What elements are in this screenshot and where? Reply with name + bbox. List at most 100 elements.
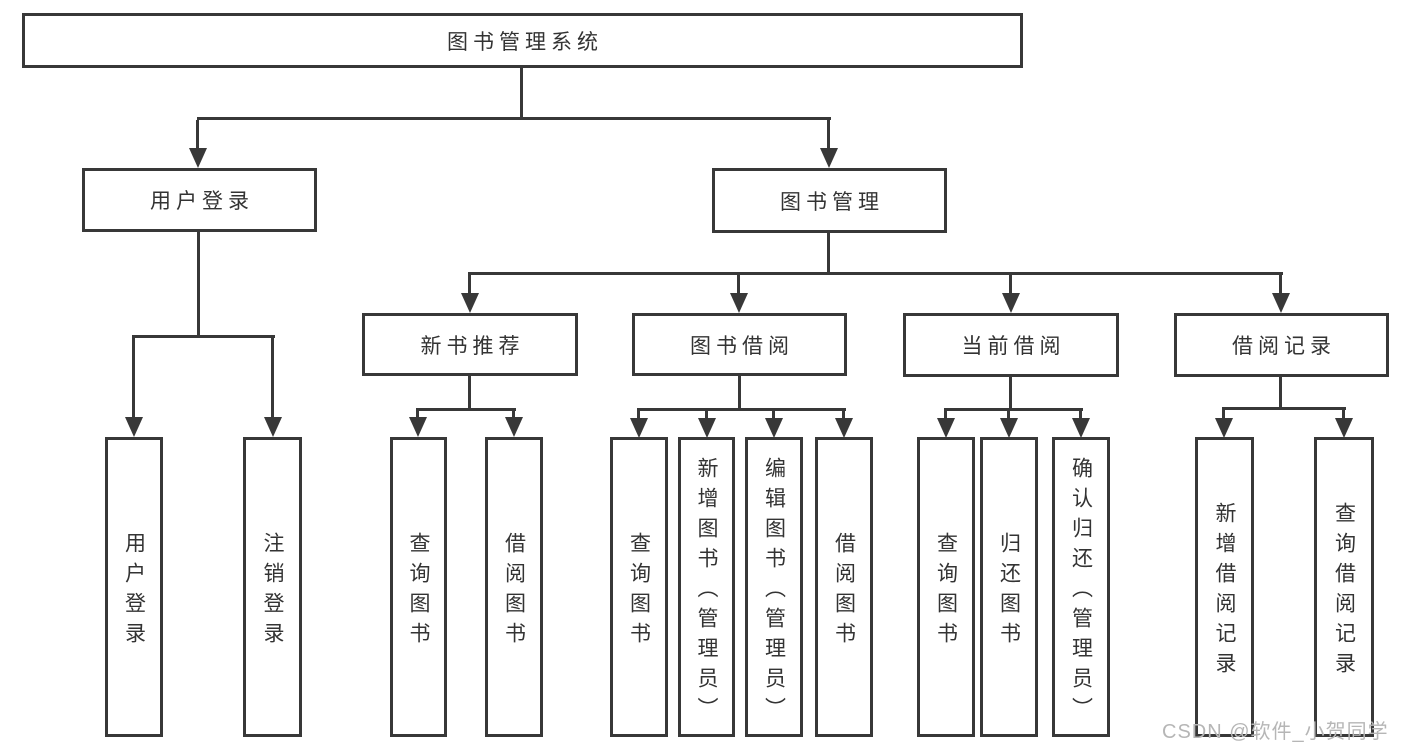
node-root: 图书管理系统: [22, 13, 1023, 68]
arrow-head-icon: [505, 417, 523, 437]
arrow-head-icon: [1335, 418, 1353, 438]
leaf-borrow-edit-admin: 编辑图书（管理员）: [745, 437, 803, 737]
arrow-shaft: [416, 411, 419, 421]
leaf-user-logout-label: 注销登录: [261, 531, 284, 652]
connector-book-borrow-stem: [738, 376, 741, 411]
arrow-shaft: [512, 411, 515, 421]
leaf-records-add-label: 新增借阅记录: [1213, 501, 1236, 682]
arrow-shaft: [944, 411, 947, 422]
connector-level2-hline: [197, 117, 831, 120]
arrow-shaft: [1279, 275, 1282, 297]
arrow-head-icon: [1072, 418, 1090, 438]
arrow-head-icon: [765, 418, 783, 438]
leaf-user-login-label: 用户登录: [122, 531, 146, 652]
leaf-new-books-borrow-label: 借阅图书: [502, 531, 526, 652]
leaf-borrow-edit-admin-label: 编辑图书（管理员）: [762, 456, 786, 727]
arrow-shaft: [705, 411, 708, 422]
arrow-shaft: [132, 338, 135, 421]
connector-current-borrow-hline: [944, 408, 1083, 411]
arrow-borrow-records-leaf-1: [1215, 410, 1233, 438]
arrow-shaft: [1007, 411, 1010, 422]
leaf-current-return: 归还图书: [980, 437, 1038, 737]
arrow-shaft: [271, 338, 274, 421]
connector-new-books-stem: [468, 376, 471, 411]
leaf-records-query: 查询借阅记录: [1314, 437, 1374, 737]
leaf-borrow-book-label: 借阅图书: [832, 531, 856, 652]
leaf-records-query-label: 查询借阅记录: [1332, 501, 1356, 682]
leaf-borrow-add-admin-label: 新增图书（管理员）: [695, 456, 718, 727]
leaf-borrow-query: 查询图书: [610, 437, 668, 737]
node-current-borrow: 当前借阅: [903, 313, 1119, 377]
csdn-watermark: CSDN @软件_小贺同学: [1162, 721, 1389, 743]
arrow-to-leaf-login: [125, 338, 143, 437]
arrow-book-borrow-leaf-4: [835, 411, 853, 438]
node-current-borrow-label: 当前借阅: [961, 335, 1066, 358]
leaf-new-books-query-label: 查询图书: [407, 531, 430, 652]
leaf-records-add: 新增借阅记录: [1195, 437, 1254, 737]
node-new-books-label: 新书推荐: [420, 334, 525, 358]
arrow-book-borrow-leaf-1: [630, 411, 648, 438]
arrow-head-icon: [264, 417, 282, 437]
leaf-user-logout: 注销登录: [243, 437, 302, 737]
leaf-borrow-book: 借阅图书: [815, 437, 873, 737]
arrow-shaft: [637, 411, 640, 422]
leaf-user-login: 用户登录: [105, 437, 163, 737]
arrow-head-icon: [189, 148, 207, 168]
arrow-shaft: [1079, 411, 1082, 422]
arrow-current-borrow-leaf-3: [1072, 411, 1090, 438]
node-book-mgmt-label: 图书管理: [780, 190, 884, 214]
arrow-to-current-borrow: [1002, 275, 1020, 313]
connector-new-books-hline: [416, 408, 516, 411]
arrow-head-icon: [1215, 418, 1233, 438]
arrow-to-user-login: [189, 120, 207, 168]
leaf-current-query: 查询图书: [917, 437, 975, 737]
node-book-borrow: 图书借阅: [632, 313, 847, 376]
arrow-to-book-mgmt: [820, 120, 838, 168]
arrow-to-borrow-records: [1272, 275, 1290, 313]
arrow-book-borrow-leaf-3: [765, 411, 783, 438]
arrow-to-book-borrow: [730, 275, 748, 313]
node-borrow-records-label: 借阅记录: [1232, 335, 1336, 358]
leaf-current-confirm-admin-label: 确认归还（管理员）: [1069, 456, 1093, 727]
connector-current-borrow-stem: [1009, 377, 1012, 411]
arrow-new-books-leaf-1: [409, 411, 427, 437]
leaf-current-confirm-admin: 确认归还（管理员）: [1052, 437, 1110, 737]
node-root-label: 图书管理系统: [447, 30, 603, 54]
leaf-new-books-query: 查询图书: [390, 437, 447, 737]
connector-user-login-stem: [197, 232, 200, 338]
arrow-shaft: [737, 275, 740, 297]
arrow-shaft: [468, 275, 471, 297]
connector-book-borrow-hline: [637, 408, 846, 411]
leaf-new-books-borrow: 借阅图书: [485, 437, 543, 737]
arrow-shaft: [1009, 275, 1012, 297]
arrow-book-borrow-leaf-2: [698, 411, 716, 438]
arrow-shaft: [842, 411, 845, 422]
arrow-head-icon: [698, 418, 716, 438]
node-new-books: 新书推荐: [362, 313, 578, 376]
arrow-head-icon: [730, 293, 748, 313]
node-borrow-records: 借阅记录: [1174, 313, 1389, 377]
arrow-borrow-records-leaf-2: [1335, 410, 1353, 438]
arrow-head-icon: [461, 293, 479, 313]
connector-book-mgmt-stem: [827, 232, 830, 275]
arrow-head-icon: [630, 418, 648, 438]
connector-user-login-hline: [132, 335, 275, 338]
arrow-head-icon: [835, 418, 853, 438]
arrow-shaft: [1342, 410, 1345, 422]
leaf-current-query-label: 查询图书: [934, 531, 958, 652]
connector-level3-hline: [468, 272, 1283, 275]
arrow-shaft: [827, 120, 830, 152]
connector-root-stem: [520, 68, 523, 120]
arrow-head-icon: [820, 148, 838, 168]
arrow-head-icon: [937, 418, 955, 438]
arrow-head-icon: [1000, 418, 1018, 438]
node-user-login-label: 用户登录: [150, 190, 254, 213]
arrow-head-icon: [1002, 293, 1020, 313]
arrow-to-leaf-logout: [264, 338, 282, 437]
arrow-new-books-leaf-2: [505, 411, 523, 437]
leaf-current-return-label: 归还图书: [997, 531, 1021, 652]
leaf-borrow-add-admin: 新增图书（管理员）: [678, 437, 735, 737]
arrow-shaft: [772, 411, 775, 422]
arrow-to-new-books: [461, 275, 479, 313]
